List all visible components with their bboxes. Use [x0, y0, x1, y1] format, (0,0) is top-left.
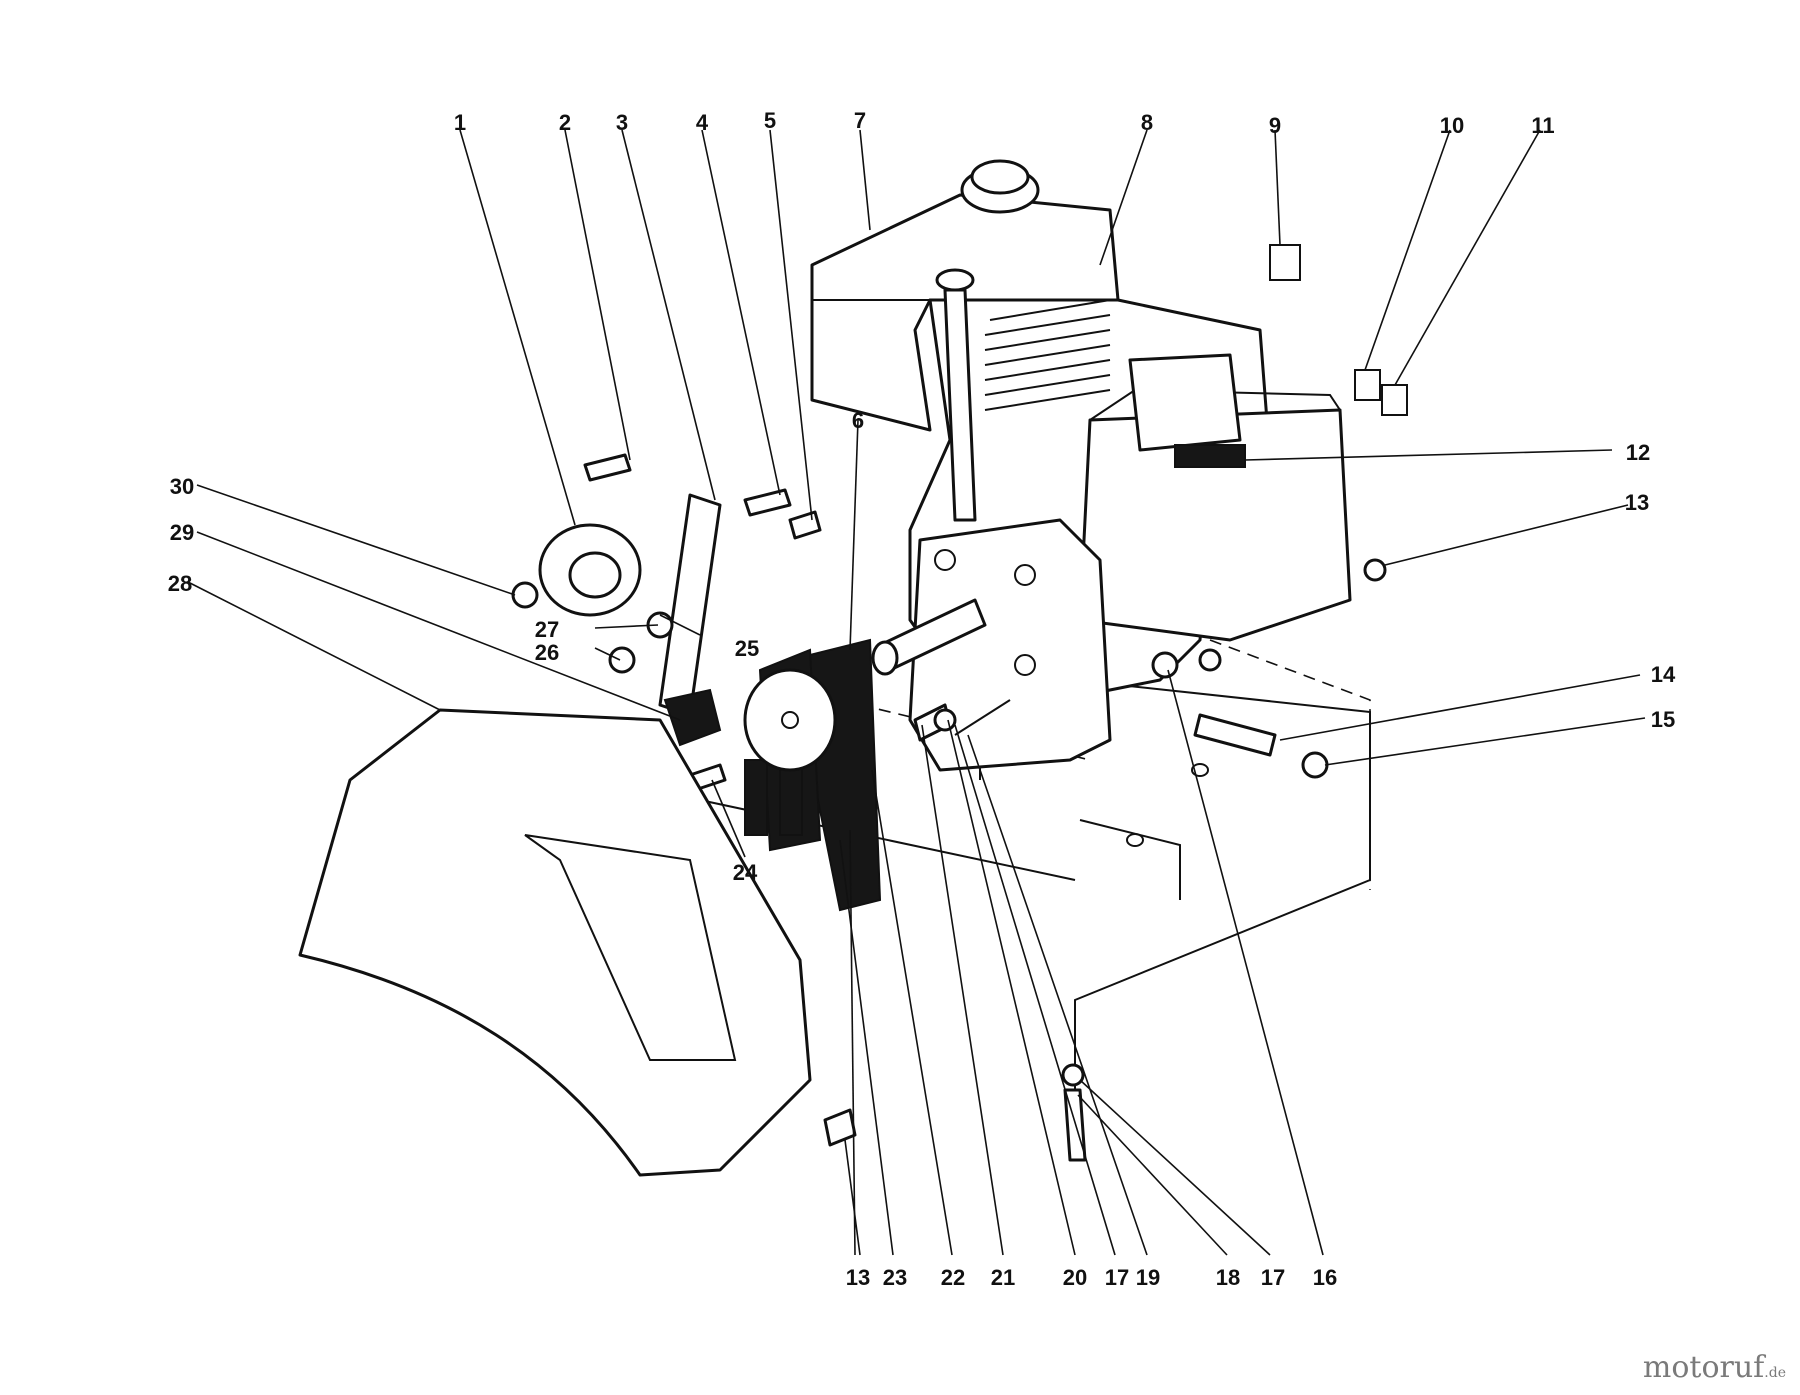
callout-13-engine: 13 [1625, 490, 1649, 515]
callout-24: 24 [733, 860, 758, 885]
callout-5: 5 [764, 108, 776, 133]
callout-8: 8 [1141, 110, 1153, 135]
watermark-logo: motoruf.de [1643, 1350, 1786, 1385]
callout-2: 2 [559, 110, 571, 135]
callout-21: 21 [991, 1265, 1015, 1290]
callout-9: 9 [1269, 113, 1281, 138]
callout-19: 19 [1136, 1265, 1160, 1290]
callout-22: 22 [941, 1265, 965, 1290]
callout-4: 4 [696, 110, 709, 135]
idler-pulley-assembly [511, 453, 822, 747]
callout-1: 1 [454, 110, 466, 135]
callout-7: 7 [854, 108, 866, 133]
callout-10: 10 [1440, 113, 1464, 138]
callout-17-b: 17 [1261, 1265, 1285, 1290]
watermark-brand: motoruf [1642, 1350, 1765, 1385]
engine [810, 159, 1352, 772]
callout-28: 28 [168, 571, 192, 596]
callout-labels: 1 2 3 4 5 6 7 8 9 10 11 12 13 14 15 16 1… [168, 108, 1676, 1290]
callout-23: 23 [883, 1265, 907, 1290]
drive-pulley-and-belts [688, 638, 882, 912]
callout-20: 20 [1063, 1265, 1087, 1290]
callout-17-a: 17 [1105, 1265, 1129, 1290]
leader-lines [187, 129, 1646, 1256]
watermark-tld: .de [1764, 1365, 1786, 1381]
callout-29: 29 [170, 520, 194, 545]
callout-18: 18 [1216, 1265, 1240, 1290]
callout-3: 3 [616, 110, 628, 135]
callout-30: 30 [170, 474, 194, 499]
callout-13-cover: 13 [846, 1265, 870, 1290]
callout-6: 6 [852, 408, 864, 433]
callout-14: 14 [1651, 662, 1676, 687]
callout-15: 15 [1651, 707, 1675, 732]
callout-27: 27 [535, 617, 559, 642]
callout-12: 12 [1626, 440, 1650, 465]
callout-16: 16 [1313, 1265, 1337, 1290]
callout-26: 26 [535, 640, 559, 665]
belt-cover [298, 708, 857, 1177]
callout-11: 11 [1531, 113, 1554, 138]
callout-25: 25 [735, 636, 759, 661]
